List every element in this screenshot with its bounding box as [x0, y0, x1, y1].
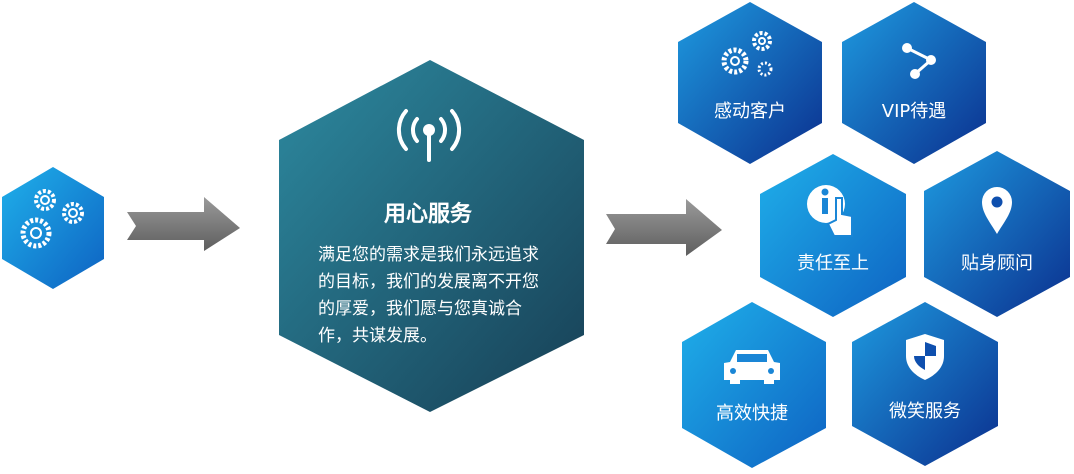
hex-personal-advisor — [924, 151, 1070, 317]
feature-label-touch-customer: 感动客户 — [714, 101, 786, 122]
signal-icon — [396, 109, 462, 162]
hand-info-icon — [807, 185, 853, 237]
gears-icon — [20, 189, 84, 249]
hex-smile-service — [852, 302, 998, 466]
feature-label-efficient: 高效快捷 — [716, 403, 788, 424]
arrow-right — [127, 197, 240, 251]
feature-label-vip: VIP待遇 — [881, 101, 947, 122]
feature-label-personal-advisor: 贴身顾问 — [961, 253, 1033, 274]
hex-responsibility — [760, 154, 906, 317]
feature-label-smile-service: 微笑服务 — [889, 401, 961, 422]
start-hex — [2, 167, 104, 289]
network-icon — [902, 43, 936, 79]
gears-icon — [721, 31, 773, 77]
location-pin-icon — [982, 187, 1012, 234]
hex-vip — [842, 2, 986, 164]
hex-touch-customer — [678, 2, 822, 164]
arrow-right — [606, 199, 722, 256]
center-hex — [279, 60, 584, 412]
shield-icon — [906, 334, 944, 380]
center-title: 用心服务 — [383, 202, 473, 227]
car-icon — [724, 350, 780, 384]
center-description: 满足您的需求是我们永远追求的目标，我们的发展离不开您的厚爱，我们愿与您真诚合作，… — [318, 245, 539, 346]
feature-label-responsibility: 责任至上 — [797, 253, 869, 274]
hex-efficient — [682, 302, 826, 468]
